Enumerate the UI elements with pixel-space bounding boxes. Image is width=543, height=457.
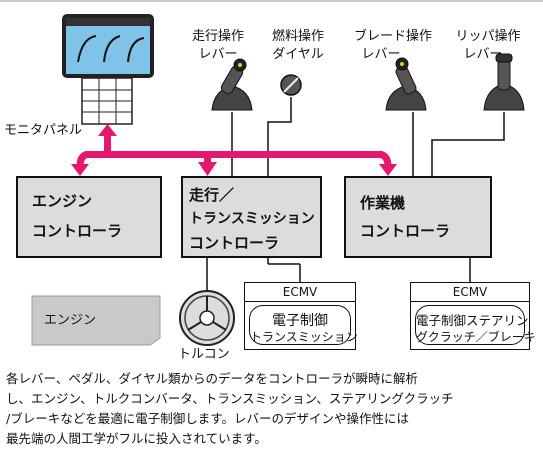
travel-lever-label-1: 走行操作 (191, 29, 244, 44)
fuel-dial-label-2: ダイヤル (272, 47, 324, 62)
fuel-dial-icon (280, 74, 302, 96)
blade-lever-icon (385, 57, 427, 111)
ecmv-steering-line1: 電子制御ステアリン (416, 313, 529, 328)
torque-converter-label: トルコン (178, 347, 230, 362)
travel-lever-label-2: レバー (198, 47, 238, 62)
monitor-panel-label: モニタパネル (4, 123, 83, 138)
travel-controller-line1: 走行／ (189, 186, 235, 204)
ecmv-transmission-head: ECMV (245, 283, 355, 302)
engine-shape (31, 295, 161, 346)
ecmv-steering-line2: グクラッチ／ブレーキ (416, 330, 536, 344)
blade-lever-label-1: ブレード操作 (353, 29, 432, 44)
ripper-lever-label-2: レバー (463, 47, 503, 62)
fuel-dial-label-1: 燃料操作 (271, 29, 324, 44)
ecmv-steering-body: 電子制御ステアリン グクラッチ／ブレーキ (415, 305, 536, 345)
caption-line-1: 各レバー、ペダル、ダイヤル類からのデータをコントローラが瞬時に解析 (6, 371, 419, 386)
blade-lever-label-2: レバー (361, 47, 401, 62)
caption-text: 各レバー、ペダル、ダイヤル類からのデータをコントローラが瞬時に解析 し、エンジン… (6, 369, 538, 449)
lever-connection-lines (206, 97, 505, 292)
ecmv-transmission-line2: トランスミッション (250, 330, 358, 344)
ecmv-transmission-box: ECMV 電子制御 トランスミッション (244, 282, 358, 350)
caption-line-4: 最先端の人間工学がフルに投入されています。 (6, 431, 267, 446)
travel-transmission-controller-box: 走行／ トランスミッション コントローラ (181, 176, 322, 258)
work-controller-line2: コントローラ (360, 222, 451, 240)
work-controller-line1: 作業機 (360, 194, 406, 212)
engine-controller-line1: エンジン (32, 192, 93, 210)
engine-controller-line2: コントローラ (32, 222, 123, 240)
ripper-lever-label-1: リッパ操作 (455, 29, 521, 44)
ecmv-steering-box: ECMV 電子制御ステアリン グクラッチ／ブレーキ (410, 282, 536, 350)
travel-controller-line2: トランスミッション (189, 211, 315, 227)
data-flow-arrows (71, 124, 397, 176)
engine-controller-box: エンジン コントローラ (16, 176, 162, 258)
ecmv-steering-head: ECMV (411, 283, 529, 302)
work-equipment-controller-box: 作業機 コントローラ (344, 176, 492, 258)
caption-line-2: し、エンジン、トルクコンバータ、トランスミッション、ステアリングクラッチ (6, 391, 454, 406)
ecmv-transmission-body: 電子制御 トランスミッション (249, 305, 358, 345)
engine-label: エンジン (44, 313, 97, 328)
ripper-lever-icon (483, 53, 525, 111)
torque-converter-icon (179, 290, 235, 346)
monitor-panel-icon (62, 14, 154, 125)
travel-lever-icon (211, 58, 253, 111)
travel-controller-line3: コントローラ (189, 234, 280, 252)
ecmv-transmission-line1: 電子制御 (272, 313, 328, 329)
caption-line-3: /ブレーキなどを最適に電子制御します。レバーのデザインや操作性には (6, 411, 409, 426)
